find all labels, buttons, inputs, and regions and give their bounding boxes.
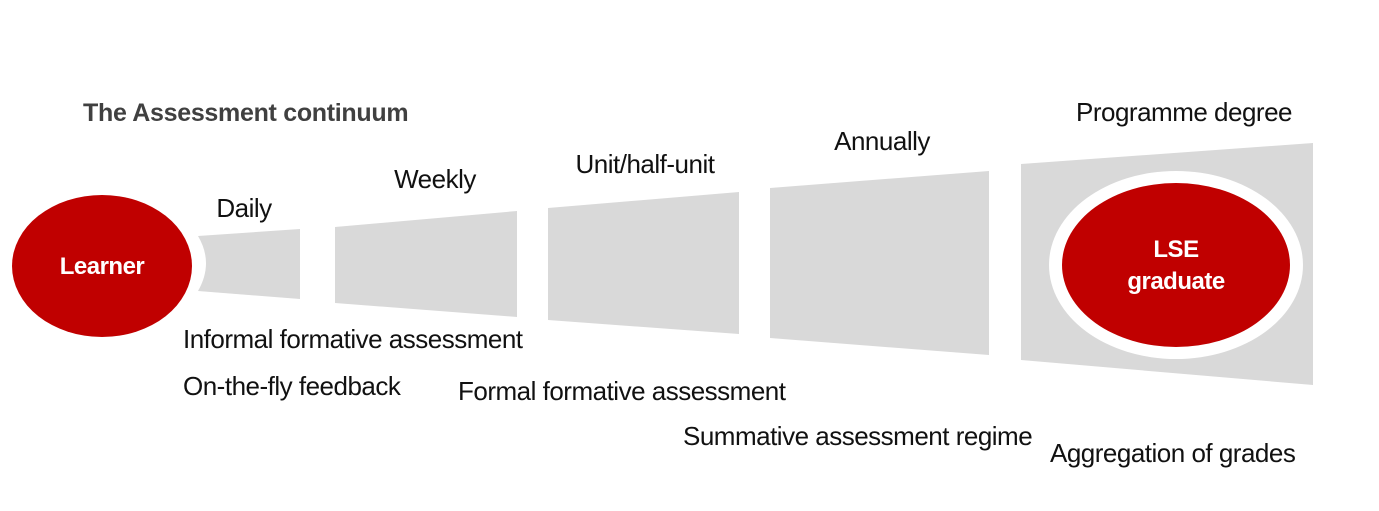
graduate-ellipse: [1062, 183, 1290, 347]
assessment-label-informal-formative: Informal formative assessment: [183, 324, 523, 354]
funnel-segment-annually: [770, 171, 989, 355]
stage-label-weekly: Weekly: [394, 164, 476, 194]
learner-label: Learner: [59, 253, 145, 280]
funnel-segment-daily: [198, 229, 300, 299]
assessment-label-on-the-fly-feedback: On-the-fly feedback: [183, 371, 401, 401]
assessment-label-aggregation-of-grades: Aggregation of grades: [1050, 438, 1296, 468]
graduate-label: LSE graduate: [1127, 234, 1225, 298]
stage-label-daily: Daily: [216, 193, 272, 223]
stage-label-programme-degree: Programme degree: [1076, 97, 1293, 127]
diagram-title: The Assessment continuum: [83, 99, 409, 127]
stage-label-unit-half-unit: Unit/half-unit: [575, 149, 715, 179]
graduate-label-line1: LSE: [1153, 236, 1199, 263]
stage-label-annually: Annually: [834, 126, 930, 156]
assessment-label-formal-formative: Formal formative assessment: [458, 376, 786, 406]
funnel-segment-unit: [548, 192, 739, 334]
assessment-label-summative-regime: Summative assessment regime: [683, 421, 1033, 451]
learner-ellipse: [12, 195, 192, 337]
funnel-segment-weekly: [335, 211, 517, 317]
graduate-label-line2: graduate: [1127, 268, 1225, 295]
